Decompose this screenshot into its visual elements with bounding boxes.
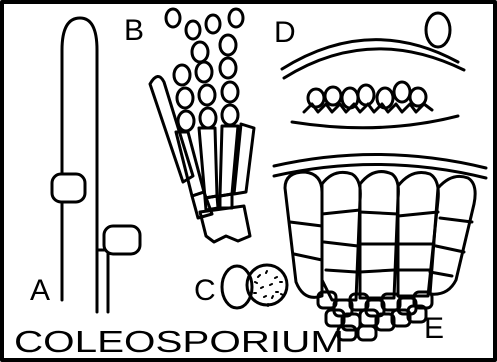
hypha-cell-1 (52, 174, 85, 202)
telium-column-3 (360, 172, 398, 298)
chain-cell (220, 194, 232, 208)
elongated-cell (150, 76, 193, 182)
telium-column-2 (322, 172, 360, 300)
spore (220, 58, 236, 78)
spore (200, 108, 216, 128)
spore (192, 42, 208, 62)
basal-cell (200, 206, 250, 242)
panel-a-hypha (52, 18, 140, 312)
panel-label-b: B (124, 14, 144, 47)
spore (377, 88, 393, 108)
spore (342, 88, 358, 108)
spore (174, 65, 190, 85)
panel-e-telia (274, 154, 486, 340)
spore (186, 21, 200, 39)
spore (178, 111, 194, 131)
spore (220, 35, 236, 55)
spore (229, 9, 243, 27)
panel-b-spore-chains (150, 9, 254, 242)
spore (222, 82, 238, 102)
plate-title: COLEOSPORIUM (14, 324, 344, 359)
panel-c-spores (222, 265, 287, 308)
hypha-cell-2 (104, 226, 140, 254)
spore (325, 87, 341, 105)
spore (166, 9, 180, 27)
panel-label-a: A (30, 274, 50, 307)
spore (199, 85, 215, 105)
spore (358, 85, 374, 105)
spore (177, 88, 193, 108)
panel-label-c: C (194, 274, 216, 307)
telium-cross-walls (290, 210, 472, 276)
spore (410, 88, 426, 106)
spore (196, 62, 212, 82)
panel-label-d: D (274, 16, 296, 49)
spore (394, 82, 410, 102)
tissue-lower-line (292, 116, 458, 128)
telium-column-1 (285, 172, 322, 297)
spore (308, 89, 324, 107)
spore (222, 105, 238, 125)
loose-spore (426, 13, 450, 47)
spore (206, 15, 220, 33)
panel-d-sorus (282, 13, 464, 128)
hypha-wall (62, 18, 97, 312)
panel-label-e: E (424, 312, 444, 345)
